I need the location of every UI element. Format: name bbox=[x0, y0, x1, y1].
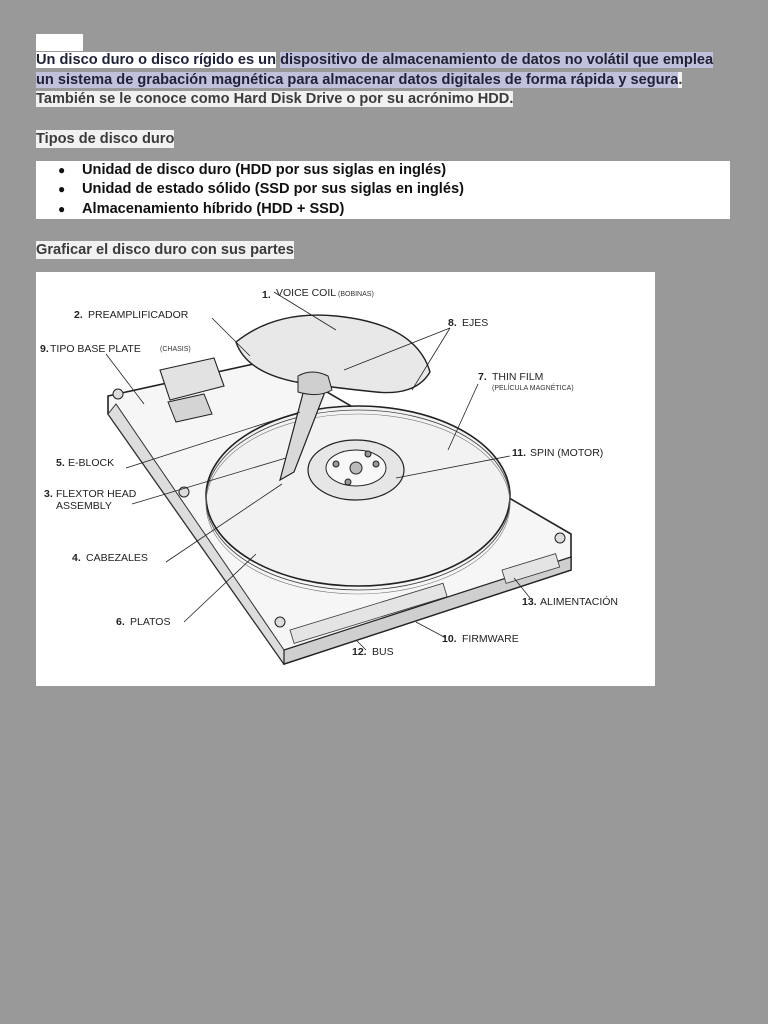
label-6-number: 6. bbox=[116, 616, 125, 628]
label-cabezales: CABEZALES bbox=[86, 552, 148, 564]
types-list: ●Unidad de disco duro (HDD por sus sigla… bbox=[36, 160, 730, 220]
label-5-number: 5. bbox=[56, 457, 65, 469]
intro-paragraph: Un disco duro o disco rígido es un dispo… bbox=[36, 51, 726, 110]
bullet-icon: ● bbox=[58, 182, 66, 196]
label-thin-film: THIN FILM bbox=[492, 371, 543, 383]
label-12-number: 12. bbox=[352, 646, 367, 658]
label-11-number: 11. bbox=[512, 447, 526, 459]
blank-box bbox=[36, 34, 83, 51]
label-preamplificador: PREAMPLIFICADOR bbox=[88, 309, 189, 321]
label-voice-coil: VOICE COIL bbox=[276, 287, 336, 299]
list-item: ●Unidad de estado sólido (SSD por sus si… bbox=[36, 180, 730, 200]
label-e-block: E-BLOCK bbox=[68, 457, 114, 469]
bullet-icon: ● bbox=[58, 201, 66, 216]
label-9-number: 9. bbox=[40, 343, 49, 355]
label-voice-coil-sub: (BOBINAS) bbox=[338, 291, 374, 298]
label-firmware: FIRMWARE bbox=[462, 633, 519, 645]
label-3-number: 3. bbox=[44, 488, 53, 500]
label-bus: BUS bbox=[372, 646, 394, 658]
label-4-number: 4. bbox=[72, 552, 81, 564]
label-base-plate-sub: (CHASIS) bbox=[160, 346, 191, 353]
label-13-number: 13. bbox=[522, 596, 537, 608]
label-2-number: 2. bbox=[74, 309, 83, 321]
label-1-number: 1. bbox=[262, 289, 271, 301]
label-thin-film-sub: (PELÍCULA MAGNÉTICA) bbox=[492, 383, 574, 392]
label-assembly: ASSEMBLY bbox=[56, 500, 112, 512]
graph-heading: Graficar el disco duro con sus partes bbox=[36, 241, 294, 259]
label-8-number: 8. bbox=[448, 317, 457, 329]
list-item: ●Almacenamiento híbrido (HDD + SSD) bbox=[36, 200, 730, 220]
hard-disk-diagram: 1. VOICE COIL (BOBINAS) 2. PREAMPLIFICAD… bbox=[36, 272, 655, 686]
label-platos: PLATOS bbox=[130, 616, 170, 628]
label-ejes: EJES bbox=[462, 317, 488, 329]
label-7-number: 7. bbox=[478, 371, 487, 383]
list-item: ●Unidad de disco duro (HDD por sus sigla… bbox=[36, 161, 730, 181]
hard-disk-illustration: 1. VOICE COIL (BOBINAS) 2. PREAMPLIFICAD… bbox=[40, 287, 618, 666]
intro-text-part1: Un disco duro o disco rígido es un bbox=[36, 52, 276, 68]
label-base-plate: TIPO BASE PLATE bbox=[50, 343, 141, 355]
types-heading: Tipos de disco duro bbox=[36, 129, 175, 148]
label-flextor-head: FLEXTOR HEAD bbox=[56, 488, 137, 500]
label-spin-motor: SPIN (MOTOR) bbox=[530, 447, 603, 459]
label-10-number: 10. bbox=[442, 633, 457, 645]
document: Un disco duro o disco rígido es un dispo… bbox=[36, 34, 732, 686]
label-alimentacion: ALIMENTACIÓN bbox=[540, 595, 618, 608]
bullet-icon: ● bbox=[58, 162, 66, 177]
